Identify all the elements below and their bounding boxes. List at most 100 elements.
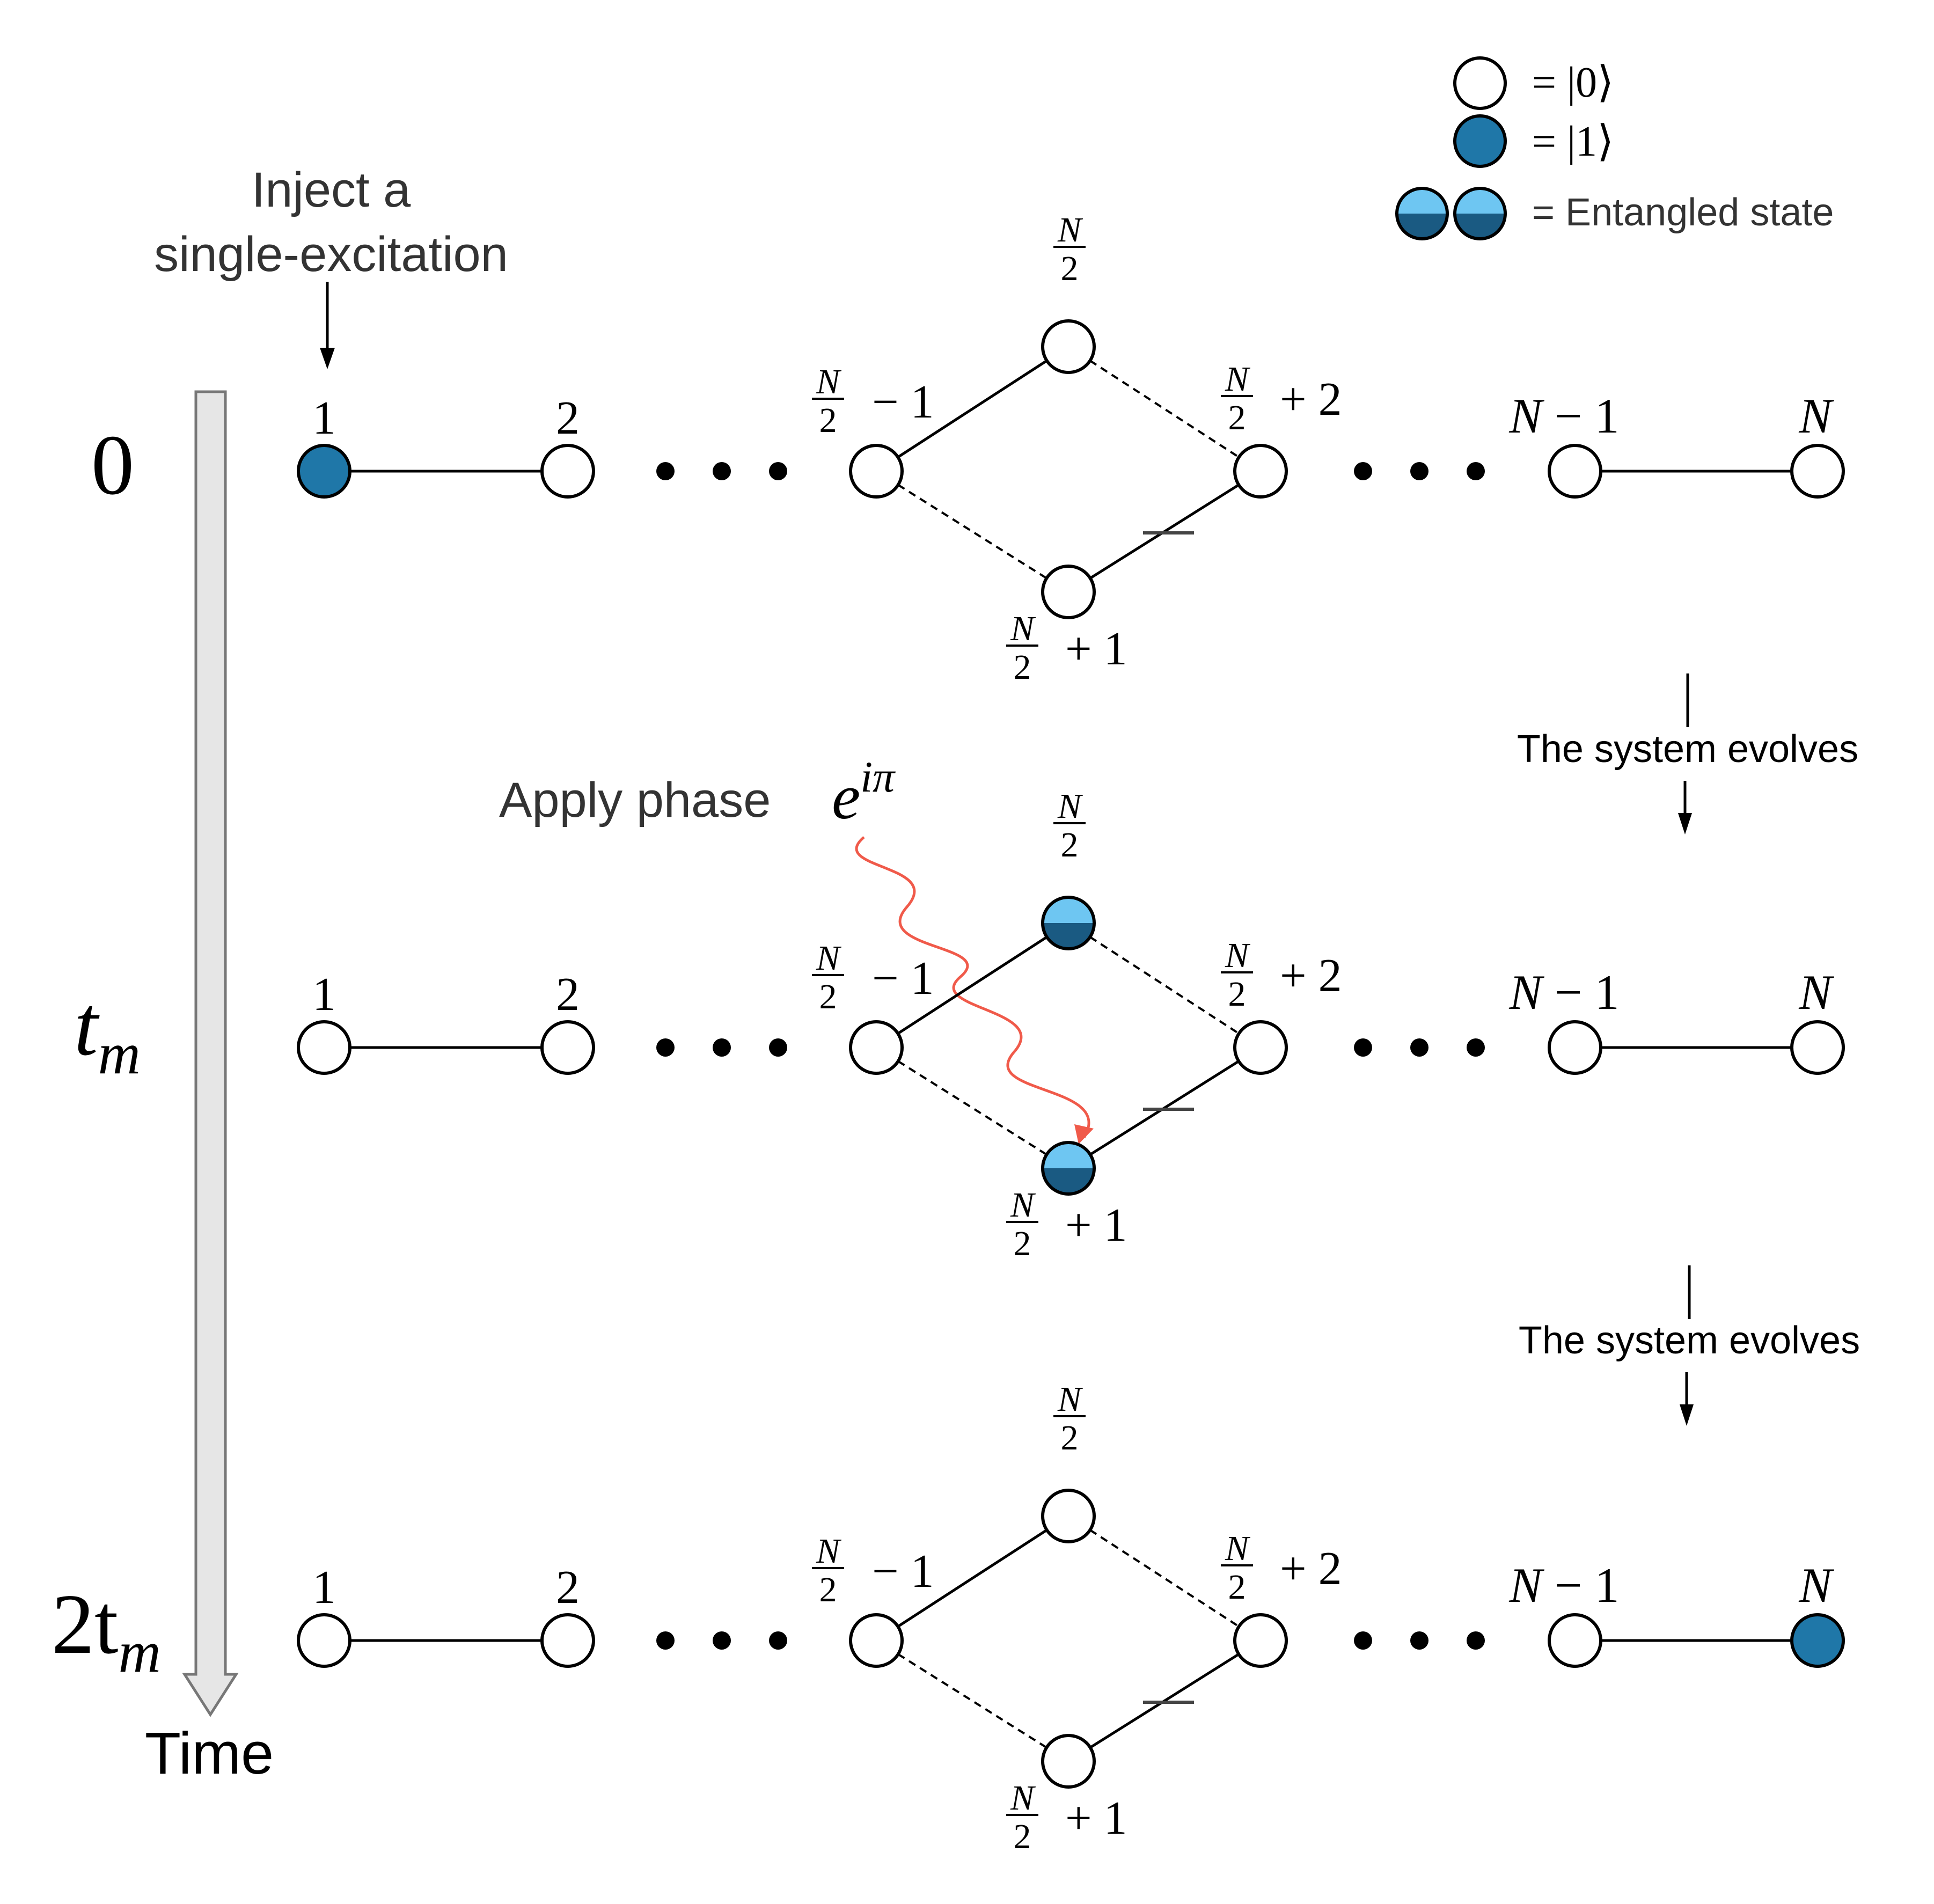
site-2-node [540,1613,595,1668]
evolve-annotation-2: The system evolves [1519,1265,1860,1426]
site-N-minus-1-node [1548,444,1602,499]
evolve-1-arrow-head [1678,813,1692,834]
site-half-plus-1-frac-numerator: N [1010,1185,1036,1225]
time-row-label-2tm: 2tm [52,1576,161,1685]
ellipsis-dot [713,1038,731,1057]
evolve-2-arrow-head [1680,1404,1694,1426]
site-half-plus-2-frac-denominator: 2 [1228,975,1246,1014]
site-half-plus-1-suffix: + 1 [1065,1199,1127,1251]
site-half-node [1041,896,1096,950]
inject-arrow-head [320,348,335,369]
ellipsis-dot [656,462,675,480]
ellipsis-dot [1410,1038,1428,1057]
site-half-minus-1-node [849,444,904,499]
inject-annotation: Inject a single-excitation [154,163,508,369]
site-half-plus-1-node [1041,565,1096,619]
time-row-label-0: 0 [91,417,134,512]
site-half-frac-numerator: N [1057,210,1083,250]
site-half-frac-numerator: N [1057,1380,1083,1419]
ellipsis-dot [1354,1631,1372,1650]
site-half-frac: N2 [1053,210,1086,288]
site-half-frac: N2 [1053,1380,1086,1458]
site-half-minus-1-frac-denominator: 2 [819,1570,837,1609]
site-half-plus-1-suffix: + 1 [1065,1792,1127,1844]
site-2-label: 2 [556,1562,580,1614]
site-half-plus-2-frac-denominator: 2 [1228,1568,1246,1607]
ellipsis-dot [713,462,731,480]
site-half-minus-1-frac: N2 [812,1532,844,1609]
site-1-node [297,444,351,499]
site-N-node [1790,1020,1845,1075]
site-N-minus-1-node [1548,1613,1602,1668]
evolve-annotation-1: The system evolves [1517,673,1858,834]
time-arrow [182,390,239,1717]
site-half-plus-1-frac-numerator: N [1010,1778,1036,1818]
site-N-label: N [1798,1558,1834,1613]
legend-state0-label: = |0⟩ [1532,59,1614,106]
site-half-minus-1-node [849,1020,904,1075]
site-half-frac: N2 [1053,787,1086,865]
site-N-minus-1-node [1548,1020,1602,1075]
ellipsis-dot [1410,1631,1428,1650]
site-half-minus-1-suffix: − 1 [872,376,934,428]
site-half-minus-1-suffix: − 1 [872,1546,934,1598]
time-axis-label: Time [145,1720,274,1786]
site-N-node [1790,444,1845,499]
site-1-label: 1 [312,392,336,444]
legend-state1-label: = |1⟩ [1532,118,1614,165]
phase-annotation: Apply phase eiπ [499,752,1094,1144]
legend-state0-node [1453,56,1507,110]
site-half-plus-1-node [1041,1141,1096,1196]
site-1-label: 1 [312,969,336,1021]
site-half-plus-2-suffix: + 2 [1280,950,1342,1002]
site-half-plus-1-node [1041,1734,1096,1789]
ellipsis-dot [769,1038,787,1057]
ellipsis-dot [1467,1038,1485,1057]
site-half-plus-2-node [1233,1613,1288,1668]
site-half-frac-denominator: 2 [1061,249,1079,288]
site-half-minus-1-frac: N2 [812,939,844,1016]
site-1-label: 1 [312,1562,336,1614]
legend: = |0⟩ = |1⟩ = Entangled state [1395,56,1834,240]
site-N-node [1790,1613,1845,1668]
bond-left-top [875,921,1069,1049]
site-half-frac-numerator: N [1057,787,1083,826]
site-half-plus-2-frac-denominator: 2 [1228,398,1246,437]
site-half-minus-1-frac: N2 [812,362,844,440]
ellipsis-dot [1410,462,1428,480]
bond-left-bottom [875,1639,1069,1762]
inject-label-line2: single-excitation [154,227,508,282]
ellipsis-dot [769,462,787,480]
site-half-plus-1-frac: N2 [1006,1778,1038,1856]
site-half-plus-2-frac-numerator: N [1225,936,1251,975]
site-half-plus-1-frac-denominator: 2 [1014,1224,1031,1263]
bond-left-bottom [875,470,1069,593]
site-half-plus-1-frac: N2 [1006,609,1038,687]
site-2-node [540,444,595,499]
site-half-frac-denominator: 2 [1061,825,1079,865]
site-half-minus-1-frac-numerator: N [816,1532,842,1571]
legend-state1-node [1453,114,1507,168]
phase-label: Apply phase [499,773,771,827]
site-half-plus-2-frac-numerator: N [1225,1529,1251,1568]
site-half-node [1041,1489,1096,1543]
site-half-node [1041,319,1096,374]
site-1-node [297,1613,351,1668]
phase-wave-arrow-head [1074,1124,1094,1144]
site-half-plus-1-frac: N2 [1006,1185,1038,1263]
ellipsis-dot [656,1631,675,1650]
site-half-plus-1-frac-denominator: 2 [1014,1817,1031,1856]
evolve-2-label: The system evolves [1519,1319,1860,1362]
evolve-1-label: The system evolves [1517,728,1858,771]
legend-entangled-node-a [1395,187,1449,240]
site-half-minus-1-suffix: − 1 [872,953,934,1005]
ellipsis-dot [1354,1038,1372,1057]
legend-entangled-label: = Entangled state [1532,191,1834,234]
site-N-minus-1-label: N − 1 [1508,1558,1619,1613]
ellipsis-dot [769,1631,787,1650]
bond-left-bottom [875,1046,1069,1169]
